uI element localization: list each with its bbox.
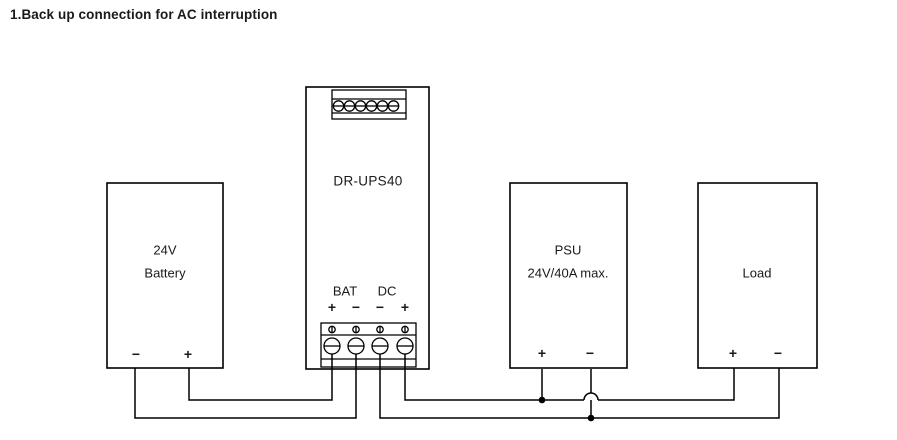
load-positive-sign: + [728,345,738,361]
wire-positive-bus-right-to-load [598,368,735,401]
psu-negative-sign: − [585,345,595,361]
psu-box [509,182,628,369]
wire-dc-minus-negative-bus [379,354,780,419]
battery-negative-sign: − [131,346,141,362]
wire-battery-negative-to-bat-minus [134,354,357,419]
bottom-screw-terminal-icons [323,337,414,355]
bat-minus-sign: − [351,299,361,315]
psu-positive-sign: + [537,345,547,361]
wire-dc-plus-positive-bus-left [404,354,584,401]
ups-bottom-terminal-block [320,322,417,368]
wires [134,354,780,419]
bat-plus-sign: + [327,299,337,315]
battery-positive-sign: + [183,346,193,362]
battery-voltage-label: 24V [153,242,177,258]
load-negative-sign: − [773,345,783,361]
bat-terminal-group-label: BAT [332,283,358,299]
top-screw-terminal-icons [332,100,400,112]
dc-minus-sign: − [375,299,385,315]
dc-terminal-group-label: DC [377,283,397,299]
psu-name-label: PSU [554,242,582,258]
dc-plus-sign: + [400,299,410,315]
junction-dot-psu-positive [538,396,546,404]
ups-box [305,86,430,370]
battery-name-label: Battery [144,265,186,281]
wire-battery-positive-to-bat-plus [188,354,333,401]
section-title: 1.Back up connection for AC interruption [10,7,278,22]
bottom-washer-icons [328,325,409,334]
junction-dot-psu-negative [587,414,595,422]
top-block-outline [331,89,407,120]
bottom-block-outline [320,322,417,368]
load-box [697,182,818,369]
ups-model-label: DR-UPS40 [333,173,403,189]
psu-rating-label: 24V/40A max. [527,265,609,281]
load-name-label: Load [742,265,772,281]
battery-box [106,182,224,369]
ups-top-terminal-block [331,89,407,120]
wire-crossover-hop [583,392,599,401]
